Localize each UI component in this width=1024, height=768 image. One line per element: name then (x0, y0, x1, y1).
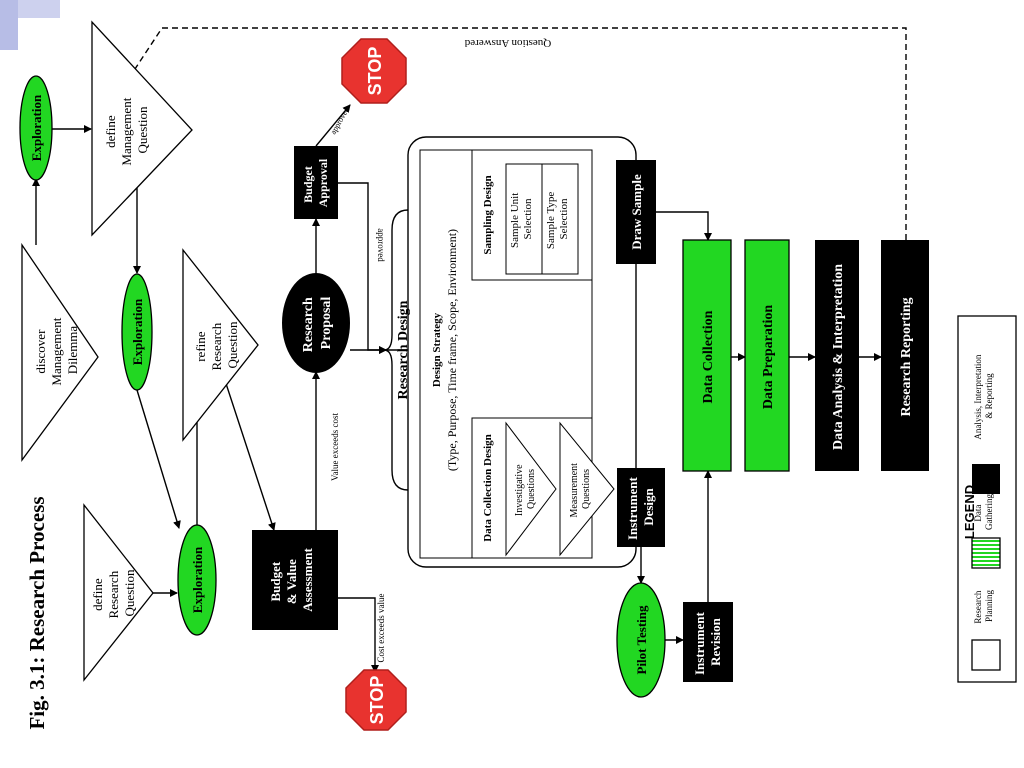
legend-label-planning: Research Planning (973, 588, 994, 623)
figure-title: Fig. 3.1: Research Process (25, 496, 49, 729)
sampling-design-box: Sampling Design Sample Unit Selection Sa… (471, 149, 593, 281)
svg-text:Sample Unit Selection: Sample Unit Selection (509, 190, 534, 248)
svg-text:discover Management: discover Management Dilemma (33, 314, 80, 385)
stop-sign-top: STOP (341, 38, 407, 104)
svg-text:Investigative Questions: Investigative Questions (514, 462, 537, 516)
svg-text:Research Proposal: Research Proposal (301, 294, 334, 352)
instrument-revision-node: Instrument Revision (683, 602, 733, 682)
svg-text:Exploration: Exploration (190, 546, 205, 613)
define-management-question-node: define Management Question (91, 20, 193, 237)
data-analysis-node: Data Analysis & Interpretation (815, 240, 859, 471)
exploration-node-top: Exploration (19, 75, 53, 181)
legend: LEGEND Research Planning Data Gathering … (957, 315, 1017, 683)
legend-swatch-planning (971, 639, 1001, 671)
svg-text:Pilot Testing: Pilot Testing (634, 605, 649, 674)
svg-text:Exploration: Exploration (130, 298, 145, 365)
stop-sign-bottom: STOP (345, 669, 407, 731)
cost-exceeds-value-label: Cost exceeds value (376, 594, 386, 663)
question-answered-label: Question Answered (464, 37, 551, 49)
research-design-label: Research Design (396, 300, 411, 399)
legend-swatch-gathering (971, 537, 1001, 569)
svg-text:STOP: STOP (365, 47, 385, 96)
legend-swatch-analysis (972, 464, 1000, 494)
svg-text:Instrument Design: Instrument Design (625, 474, 656, 540)
approved-stop-label: approved (328, 106, 351, 136)
svg-text:Data Collection Design: Data Collection Design (482, 434, 494, 542)
budget-approval-node: Budget Approval (294, 146, 338, 219)
draw-sample-node: Draw Sample (616, 160, 656, 264)
svg-text:Instrument Revision: Instrument Revision (692, 609, 723, 675)
discover-dilemma-node: discover Management Dilemma (21, 242, 99, 462)
design-strategy-subtitle: (Type, Purpose, Time frame, Scope, Envir… (445, 229, 459, 471)
define-research-question-node: define Research Question (83, 503, 154, 682)
svg-text:Sampling Design: Sampling Design (482, 175, 494, 254)
svg-text:define Research Qu: define Research Question (90, 568, 137, 619)
svg-text:Budget & Value Ass: Budget & Value Assessment (268, 548, 315, 612)
data-preparation-node: Data Preparation (744, 239, 790, 472)
svg-text:Research Reporting: Research Reporting (899, 297, 914, 416)
svg-text:Budget Approval: Budget Approval (301, 158, 330, 207)
exploration-node-bottom: Exploration (177, 524, 217, 636)
svg-text:define Management: define Management Question (103, 94, 150, 165)
research-proposal-node: Research Proposal (282, 273, 350, 373)
legend-label-gathering: Data Gathering (973, 494, 994, 530)
refine-research-question-node: refine Research Question (182, 248, 259, 442)
value-exceeds-cost-label: Value exceeds cost (330, 413, 340, 481)
svg-text:Data Collection: Data Collection (701, 310, 716, 403)
svg-text:refine Research Qu: refine Research Question (193, 320, 240, 371)
slide-corner-decoration (0, 0, 60, 50)
data-collection-design-box: Data Collection Design Investigative Que… (471, 417, 615, 559)
design-strategy-title: Design Strategy (431, 312, 443, 387)
svg-text:Data Preparation: Data Preparation (761, 305, 776, 410)
legend-label-analysis: Analysis, Interpretation & Reporting (973, 352, 994, 439)
exploration-node-middle: Exploration (121, 273, 153, 391)
budget-value-assessment-node: Budget & Value Assessment (252, 530, 338, 630)
svg-text:Exploration: Exploration (29, 94, 44, 161)
svg-text:Measurement Questions: Measurement Questions (569, 461, 592, 518)
pilot-testing-node: Pilot Testing (616, 582, 666, 698)
research-reporting-node: Research Reporting (881, 240, 929, 471)
data-collection-node: Data Collection (682, 239, 732, 472)
svg-text:Data Analysis & Interpretation: Data Analysis & Interpretation (831, 264, 846, 450)
legend-title: LEGEND (962, 485, 977, 539)
approved-design-label: approved (376, 228, 386, 262)
svg-text:Draw Sample: Draw Sample (629, 174, 644, 250)
svg-text:STOP: STOP (367, 676, 387, 725)
svg-text:Sample Type Selection: Sample Type Selection (545, 189, 570, 249)
instrument-design-node: Instrument Design (617, 468, 665, 547)
